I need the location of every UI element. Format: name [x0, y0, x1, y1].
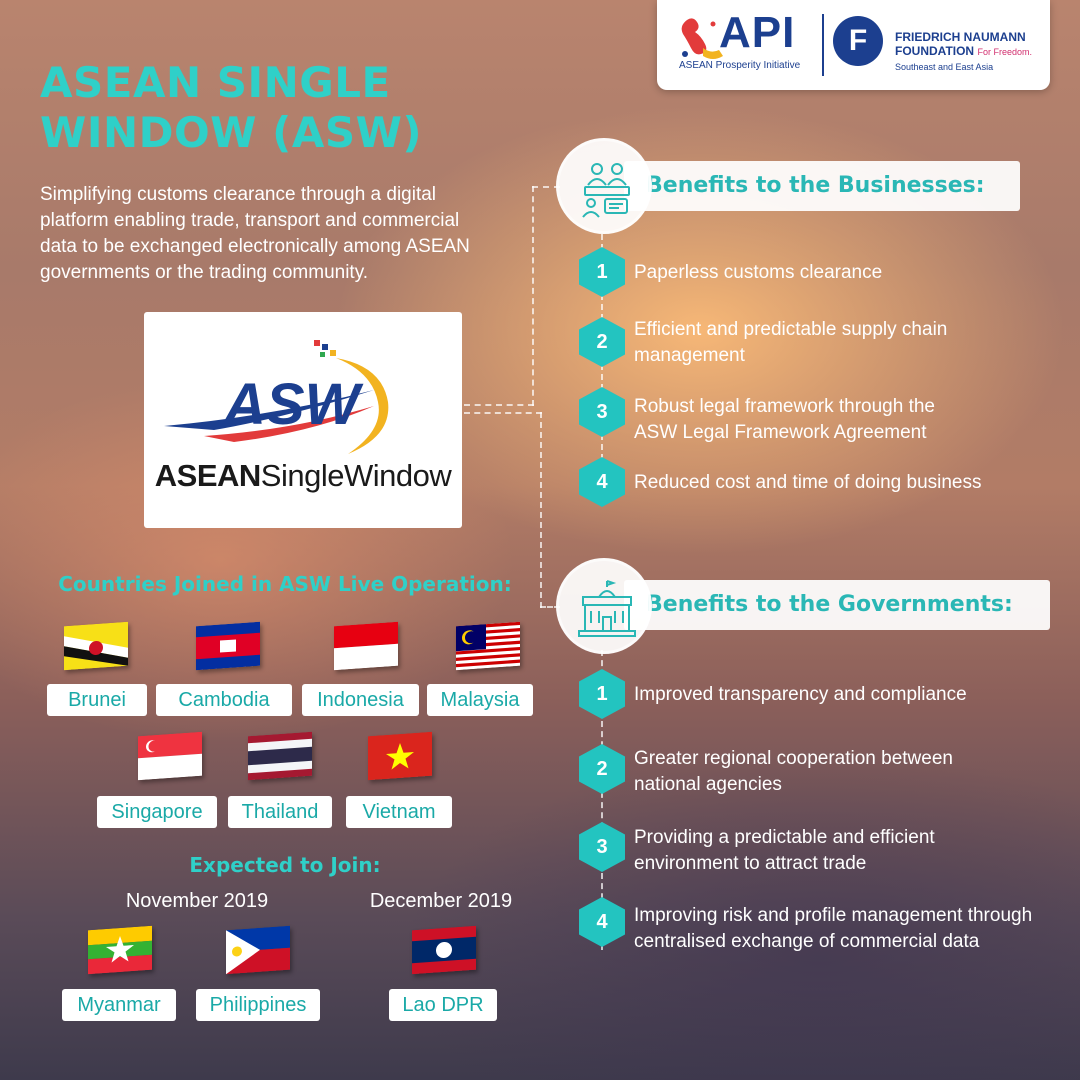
business-benefit-number: 3	[579, 387, 625, 437]
singapore-flag-icon	[138, 731, 202, 781]
vietnam-flag-icon	[368, 731, 432, 781]
malaysia-flag-icon	[456, 621, 520, 671]
government-building-icon	[556, 558, 652, 654]
government-benefit-number: 1	[579, 669, 625, 719]
asw-mark-text: ASW	[222, 372, 364, 437]
benefits-government-title: Benefits to the Governments:	[624, 580, 1050, 630]
fnf-name-text: FRIEDRICH NAUMANN FOUNDATION	[895, 30, 1026, 58]
asw-wordmark: ASEANSingleWindow	[144, 458, 462, 494]
fnf-logo-name: FRIEDRICH NAUMANN FOUNDATION For Freedom…	[895, 30, 1045, 59]
countries-heading: Countries Joined in ASW Live Operation:	[58, 572, 512, 596]
expected-heading: Expected to Join:	[189, 853, 381, 877]
asw-logo-mark: ASW	[164, 340, 389, 454]
country-label-myanmar: Myanmar	[62, 989, 176, 1021]
government-benefit-text: Providing a predictable and efficient en…	[634, 827, 935, 874]
country-label-philippines: Philippines	[196, 989, 320, 1021]
business-benefit-text: Efficient and predictable supply chain m…	[634, 319, 948, 366]
government-benefit-text: Improved transparency and compliance	[634, 684, 967, 705]
country-label-brunei: Brunei	[47, 684, 147, 716]
business-benefit-text: Robust legal framework through the ASW L…	[634, 396, 935, 443]
business-benefit-number: 4	[579, 457, 625, 507]
country-label-lao: Lao DPR	[389, 989, 497, 1021]
connector-line	[464, 404, 534, 406]
myanmar-flag-icon	[88, 925, 152, 975]
asw-logo: ASW ASEANSingleWindow	[144, 312, 462, 528]
business-benefit-number: 1	[579, 247, 625, 297]
logo-divider	[822, 14, 824, 76]
asw-word-rest: SingleWindow	[260, 458, 452, 493]
country-label-thailand: Thailand	[228, 796, 332, 828]
connector-line	[540, 412, 542, 608]
business-benefit-text: Paperless customs clearance	[634, 262, 883, 283]
business-benefit-number: 2	[579, 317, 625, 367]
country-label-singapore: Singapore	[97, 796, 217, 828]
government-benefit-text: Improving risk and profile management th…	[634, 905, 1033, 952]
intro-text: Simplifying customs clearance through a …	[40, 184, 470, 283]
country-label-malaysia: Malaysia	[427, 684, 533, 716]
country-label-cambodia: Cambodia	[156, 684, 292, 716]
partner-logos: API ASEAN Prosperity Initiative F FRIEDR…	[657, 0, 1050, 90]
lao-flag-icon	[412, 925, 476, 975]
connector-line	[540, 606, 560, 608]
connector-line	[464, 412, 542, 414]
api-logo-subtitle: ASEAN Prosperity Initiative	[679, 60, 801, 71]
fnf-region: Southeast and East Asia	[895, 62, 994, 72]
country-label-vietnam: Vietnam	[346, 796, 452, 828]
connector-line	[532, 186, 560, 188]
business-benefit-text: Reduced cost and time of doing business	[634, 472, 982, 493]
fnf-tagline: For Freedom.	[977, 47, 1032, 57]
asean-map-icon	[681, 18, 723, 59]
fnf-logo-icon: F	[833, 16, 883, 66]
benefits-business-title: Benefits to the Businesses:	[624, 161, 1020, 211]
government-benefit-number: 2	[579, 744, 625, 794]
page-title: ASEAN SINGLE WINDOW (ASW)	[40, 58, 423, 157]
government-timeline-line	[601, 650, 603, 950]
asw-word-bold: ASEAN	[154, 458, 262, 493]
government-benefit-number: 3	[579, 822, 625, 872]
philippines-flag-icon	[226, 925, 290, 975]
business-people-icon	[556, 138, 652, 234]
government-benefit-number: 4	[579, 897, 625, 947]
government-benefit-text: Greater regional cooperation between nat…	[634, 748, 953, 795]
cambodia-flag-icon	[196, 621, 260, 671]
country-label-indonesia: Indonesia	[302, 684, 419, 716]
expected-month-november: November 2019	[125, 890, 269, 912]
connector-line	[532, 186, 534, 406]
thailand-flag-icon	[248, 731, 312, 781]
brunei-flag-icon	[64, 621, 128, 671]
api-logo-text: API	[719, 8, 796, 57]
indonesia-flag-icon	[334, 621, 398, 671]
expected-month-december: December 2019	[369, 890, 513, 912]
